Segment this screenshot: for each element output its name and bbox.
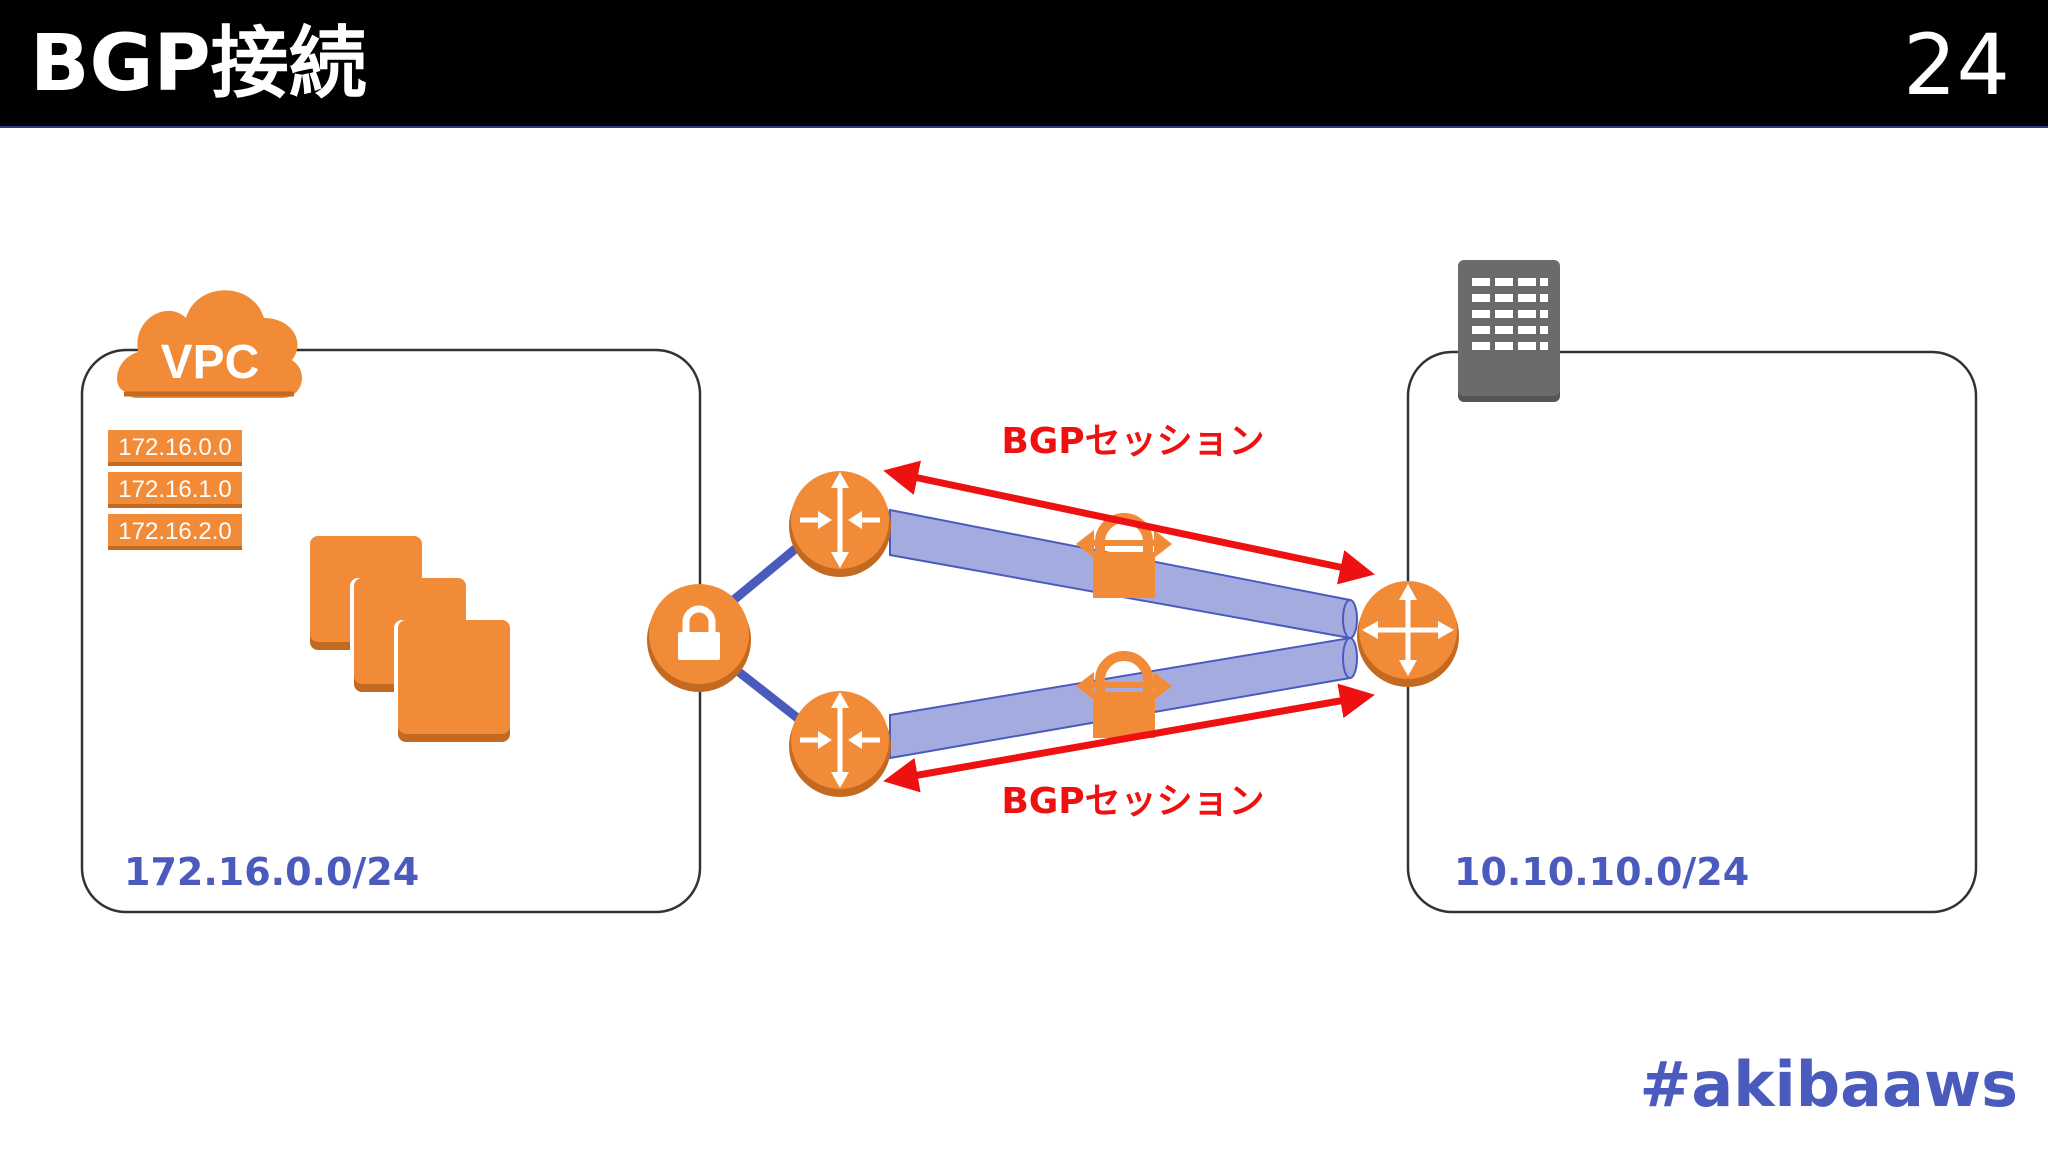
building-icon: [1458, 260, 1560, 402]
customer-router-icon: [1357, 581, 1459, 687]
subnet-label: 172.16.1.0: [118, 476, 231, 503]
vgw-link-top: [727, 541, 803, 607]
subnet-label: 172.16.0.0: [118, 434, 231, 461]
vgw-link-bottom: [727, 661, 803, 724]
slide-header: BGP接続 24: [0, 0, 2048, 128]
subnet-label: 172.16.2.0: [118, 518, 231, 545]
instances-icon: [310, 536, 510, 742]
vpc-cidr-label: 172.16.0.0/24: [124, 850, 419, 894]
hashtag: #akibaaws: [1639, 1048, 2018, 1121]
cloud-icon: VPC: [117, 290, 303, 398]
padlock-icon: [1076, 651, 1172, 738]
subnet-list: 172.16.0.0 172.16.1.0 172.16.2.0: [108, 430, 242, 550]
router-icon: [789, 691, 891, 797]
bgp-session-arrow-top: [883, 460, 1375, 585]
bgp-session-label-top: BGPセッション: [1001, 421, 1264, 462]
onprem-cidr-label: 10.10.10.0/24: [1454, 850, 1749, 894]
page-number: 24: [1903, 16, 2010, 114]
onprem-boundary: [1406, 350, 1978, 914]
slide-title: BGP接続: [30, 19, 367, 109]
vpc-badge-label: VPC: [161, 336, 260, 389]
router-icon: [789, 471, 891, 577]
bgp-session-label-bottom: BGPセッション: [1001, 781, 1264, 822]
vpn-gateway-lock-icon: [647, 584, 751, 692]
bgp-session-arrow-bottom: [883, 683, 1375, 793]
